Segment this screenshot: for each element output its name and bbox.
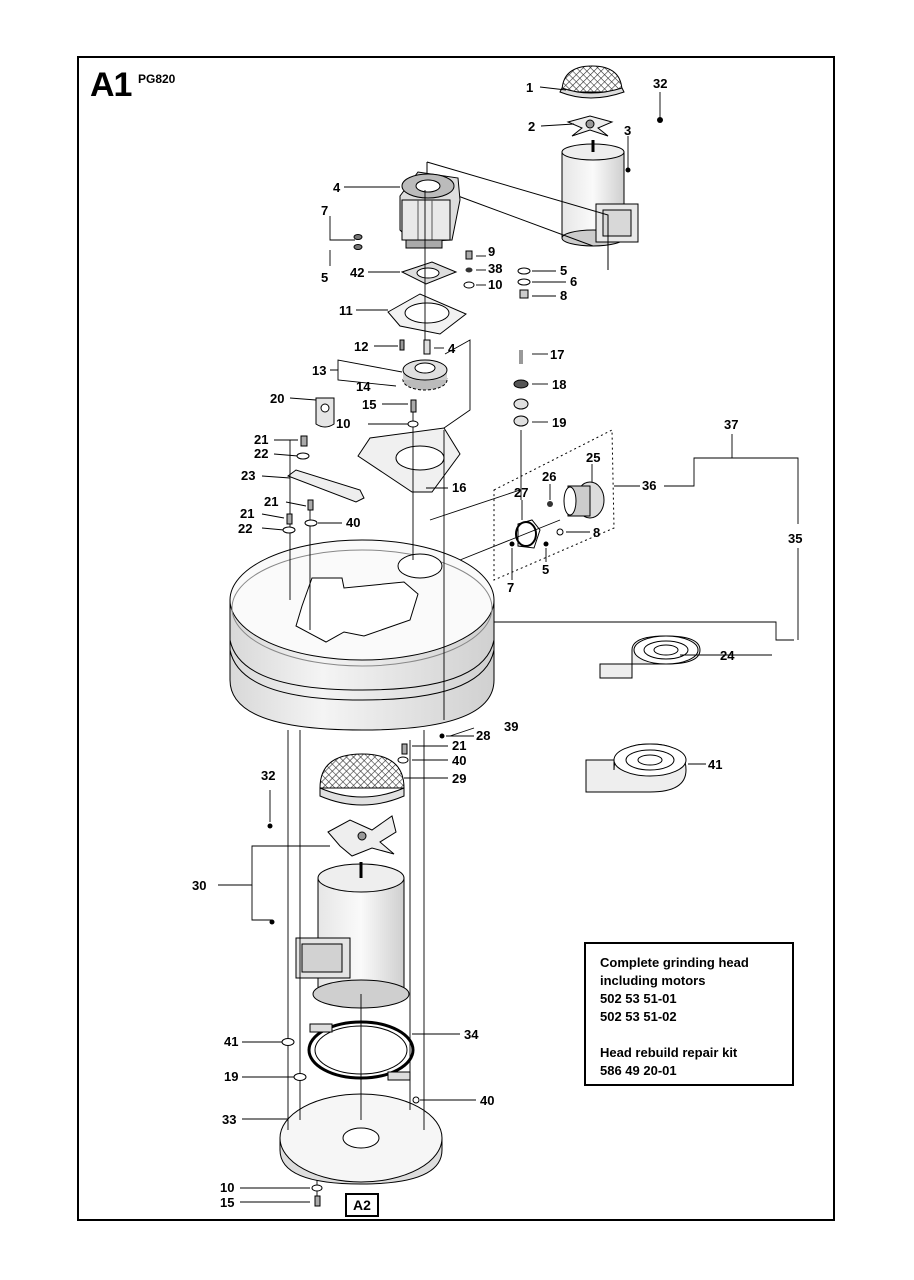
pin (423, 339, 431, 355)
callout-24: 24 (720, 648, 735, 663)
kit-part-number-2: 502 53 51-02 (600, 1009, 677, 1024)
callout-15-lower: 15 (220, 1195, 234, 1210)
callout-9: 9 (488, 244, 495, 259)
callout-5-inset: 5 (542, 562, 549, 577)
callout-28: 28 (476, 728, 490, 743)
callout-35: 35 (788, 531, 802, 546)
callout-4-pin: 4 (448, 341, 456, 356)
callout-23: 23 (241, 468, 255, 483)
callout-16: 16 (452, 480, 466, 495)
callout-41-roll: 41 (708, 757, 722, 772)
seal-roll-24 (599, 635, 701, 679)
lower-motor (295, 862, 410, 1009)
callout-12: 12 (354, 339, 368, 354)
lower-fan (327, 815, 397, 857)
callout-17: 17 (550, 347, 564, 362)
callout-39: 39 (504, 719, 518, 734)
callout-27: 27 (514, 485, 528, 500)
callout-21-c: 21 (240, 506, 254, 521)
callout-19-top: 19 (552, 415, 566, 430)
page-reference[interactable]: A2 (345, 1193, 379, 1217)
callout-13: 13 (312, 363, 326, 378)
page-id: A1 (90, 66, 132, 104)
mounting-plate (357, 427, 461, 493)
drive-gear (402, 359, 448, 391)
callout-40-top: 40 (346, 515, 360, 530)
top-motor (561, 140, 639, 247)
callout-22-a: 22 (254, 446, 268, 461)
gearbox (399, 171, 461, 249)
base-plate (279, 1093, 443, 1185)
callout-10-top: 10 (488, 277, 502, 292)
kit-info-box: Complete grinding head including motors … (584, 942, 794, 1086)
callout-labels: 1 32 2 3 4 7 5 42 9 38 10 5 6 8 11 12 4 … (192, 76, 802, 1210)
coupling-housing (563, 481, 605, 519)
spacer-stack (513, 350, 529, 427)
callout-36: 36 (642, 478, 656, 493)
callout-26: 26 (542, 469, 556, 484)
seal-roll-41 (585, 743, 687, 793)
callout-40-mid: 40 (452, 753, 466, 768)
callout-29: 29 (452, 771, 466, 786)
callout-8-inset: 8 (593, 525, 600, 540)
kit-line-1: Complete grinding head (600, 955, 749, 970)
callout-11: 11 (339, 303, 353, 318)
assembly-lines (287, 190, 794, 1200)
page-frame (77, 56, 835, 1221)
top-fan (566, 115, 614, 137)
spacer-bar (286, 469, 365, 503)
callout-37: 37 (724, 417, 738, 432)
inset-box (493, 429, 615, 581)
callout-2: 2 (528, 119, 535, 134)
callout-10-lower: 10 (220, 1180, 234, 1195)
callout-22-b: 22 (238, 521, 252, 536)
callout-4-gearbox: 4 (333, 180, 341, 195)
callout-6: 6 (570, 274, 577, 289)
callout-25: 25 (586, 450, 600, 465)
leader-lines (218, 86, 799, 1203)
callout-1: 1 (526, 80, 533, 95)
callout-42: 42 (350, 265, 364, 280)
callout-8-top: 8 (560, 288, 567, 303)
callout-30: 30 (192, 878, 206, 893)
callout-19-lower: 19 (224, 1069, 238, 1084)
callout-5-left: 5 (321, 270, 328, 285)
callout-10-mid: 10 (336, 416, 350, 431)
callout-32-top: 32 (653, 76, 667, 91)
adapter-plate (400, 261, 458, 285)
model-label: PG820 (138, 72, 176, 86)
callout-32-lower: 32 (261, 768, 275, 783)
callout-20: 20 (270, 391, 284, 406)
callout-21-a: 21 (254, 432, 268, 447)
hardware (267, 117, 663, 1207)
callout-34: 34 (464, 1027, 479, 1042)
kit-line-5: Head rebuild repair kit (600, 1045, 738, 1060)
callout-7-top: 7 (321, 203, 328, 218)
callout-5-right: 5 (560, 263, 567, 278)
callout-15-top: 15 (362, 397, 376, 412)
callout-33: 33 (222, 1112, 236, 1127)
lower-fan-cover (319, 753, 405, 806)
callout-7-inset: 7 (507, 580, 514, 595)
callout-41-washer: 41 (224, 1034, 238, 1049)
callout-3: 3 (624, 123, 631, 138)
top-fan-cover (559, 65, 625, 99)
callout-18: 18 (552, 377, 566, 392)
main-housing (229, 539, 495, 731)
callout-21-b: 21 (264, 494, 278, 509)
callout-14: 14 (356, 379, 371, 394)
callout-21-d: 21 (452, 738, 466, 753)
kit-part-number-1: 502 53 51-01 (600, 991, 677, 1006)
callout-40-lower: 40 (480, 1093, 494, 1108)
kit-part-number-3: 586 49 20-01 (600, 1063, 677, 1078)
kit-line-2: including motors (600, 973, 706, 988)
callout-38: 38 (488, 261, 502, 276)
flange-plate (387, 293, 467, 335)
bearing-ring (515, 519, 541, 549)
